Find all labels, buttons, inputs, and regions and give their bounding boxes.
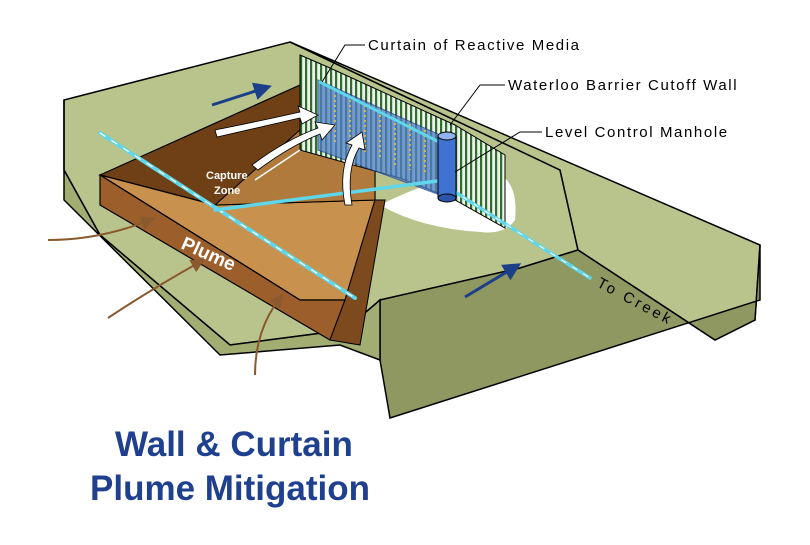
capture-arrow-3 [342, 131, 366, 206]
capture-zone-label-line2: Zone [214, 185, 240, 197]
title-line-2: Plume Mitigation [90, 469, 370, 508]
collection-pipe-main-dash [99, 132, 356, 299]
flow-arrow-upper [211, 82, 272, 107]
barrier-leader [449, 84, 505, 126]
curtain-leader [321, 44, 365, 83]
groundwater-flow-arrows [211, 82, 522, 299]
manhole-leader [454, 131, 542, 173]
title-line-1: Wall & Curtain [115, 425, 353, 464]
plume-inflow-arrows [47, 216, 284, 376]
capture-zone-label-line1: Capture [206, 170, 248, 182]
manhole-label: Level Control Manhole [545, 124, 729, 141]
inflow-arrow-1 [47, 216, 156, 241]
inflow-arrow-2 [107, 259, 205, 319]
inflow-arrow-3 [254, 293, 284, 376]
capture-arrow-2 [251, 121, 336, 171]
collection-pipe-cross [213, 178, 447, 212]
flow-arrow-lower [464, 263, 522, 299]
capture-zone-leader [254, 149, 301, 181]
manhole-top [437, 131, 457, 141]
curtain-label: Curtain of Reactive Media [368, 37, 581, 54]
callout-leaders [254, 44, 542, 181]
level-control-manhole [437, 131, 457, 203]
manhole-base [437, 193, 457, 203]
plume-right-face [329, 199, 386, 346]
capture-flow-arrows [214, 105, 366, 206]
ground-front-face [379, 244, 761, 419]
barrier-label: Waterloo Barrier Cutoff Wall [508, 77, 738, 94]
creek-discharge-pipe-dash [451, 189, 591, 279]
capture-arrow-1 [214, 105, 319, 138]
manhole-body [437, 135, 457, 199]
